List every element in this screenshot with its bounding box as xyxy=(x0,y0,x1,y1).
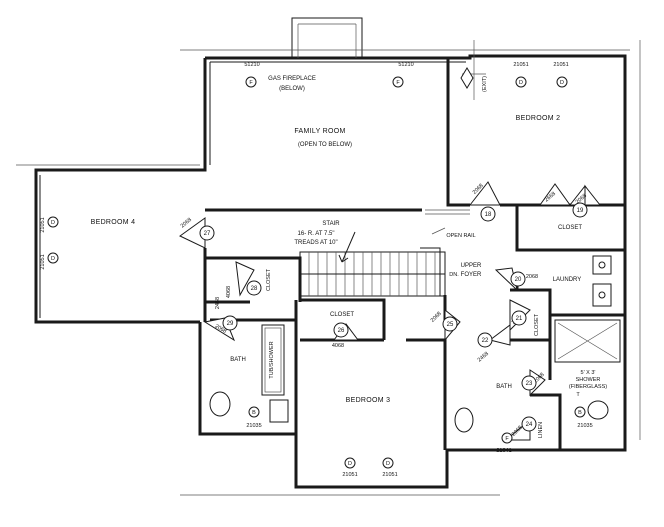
window-tag: D xyxy=(560,80,564,86)
door-size: 2068 xyxy=(526,274,538,280)
bedroom4-label: BEDROOM 4 xyxy=(91,219,136,226)
door-size: 2068 xyxy=(430,311,443,324)
upper-foyer-label-1: UPPER xyxy=(461,263,482,269)
door-size: 2068 xyxy=(214,323,228,334)
door-tags: 27 18 19 28 29 26 20 21 22 25 23 24 xyxy=(199,202,588,432)
door-size: 2468 xyxy=(215,297,221,309)
shower xyxy=(554,319,621,363)
washer xyxy=(592,255,612,275)
door-tag: 22 xyxy=(482,338,489,344)
down-label: DN. xyxy=(449,272,459,278)
room-labels: FAMILY ROOM (OPEN TO BELOW) GAS FIREPLAC… xyxy=(91,76,608,438)
window-code: 51210 xyxy=(398,62,413,68)
toilet-left xyxy=(209,391,231,417)
stair-title: STAIR xyxy=(322,221,340,227)
window-tag: D xyxy=(51,220,55,226)
window-code: 21041 xyxy=(496,448,511,454)
window-tag: F xyxy=(505,436,509,442)
window-tag: D xyxy=(386,461,390,467)
dimension-lines xyxy=(16,40,641,496)
family-room-label: FAMILY ROOM xyxy=(294,128,345,135)
window-tag: F xyxy=(396,80,400,86)
fireplace-label: GAS FIREPLACE xyxy=(268,76,316,82)
door-tag: 21 xyxy=(516,316,523,322)
door-tag: 19 xyxy=(577,208,584,214)
door-tag: 23 xyxy=(526,381,533,387)
window-code: 21051 xyxy=(513,62,528,68)
window-code: 21051 xyxy=(382,472,397,478)
window-tag: D xyxy=(519,80,523,86)
window-code: 21051 xyxy=(342,472,357,478)
dryer xyxy=(592,283,612,307)
door-tag: 25 xyxy=(447,322,454,328)
stair xyxy=(299,209,470,297)
window-tag: D xyxy=(51,256,55,262)
closet-bath-label: CLOSET xyxy=(534,313,540,336)
closet-hall-label: CLOSET xyxy=(330,312,354,318)
door-tag: 18 xyxy=(485,212,492,218)
window-tag: T xyxy=(576,392,580,398)
exterior-walls xyxy=(34,54,627,489)
shower-label-1: 5' X 3' xyxy=(581,370,596,376)
bath-left-label: BATH xyxy=(230,357,246,363)
window-exit-note: (EXIT) xyxy=(482,76,488,92)
closet-b2-label: CLOSET xyxy=(558,225,582,231)
closet-left-label: CLOSET xyxy=(266,268,272,291)
upper-foyer-label-2: FOYER xyxy=(461,272,482,278)
linen-label: LINEN xyxy=(538,422,544,438)
family-room-note: (OPEN TO BELOW) xyxy=(298,142,352,148)
window-code: 21051 xyxy=(40,217,46,232)
window-tag: B xyxy=(252,410,256,416)
shower-label-3: (FIBERGLASS) xyxy=(569,384,607,390)
door-size: 4068 xyxy=(226,286,232,298)
window-code: 21035 xyxy=(246,423,261,429)
door-size: 2468 xyxy=(477,351,490,363)
toilet-right xyxy=(454,407,474,433)
fireplace-bump xyxy=(291,17,363,59)
window-tags: F F D D D D D D B B F T xyxy=(47,67,586,469)
window-code: 21051 xyxy=(553,62,568,68)
window-tag: F xyxy=(249,80,253,86)
fireplace-note: (BELOW) xyxy=(279,86,305,92)
open-rail-label: OPEN RAIL xyxy=(446,233,475,239)
door-tag: 28 xyxy=(251,286,258,292)
window-tag: D xyxy=(348,461,352,467)
bathtub xyxy=(261,324,285,396)
stair-line1: 16- R. AT 7.5" xyxy=(298,231,335,237)
door-tag: 29 xyxy=(227,321,234,327)
window-code: 21035 xyxy=(577,423,592,429)
fixtures xyxy=(209,255,621,433)
exit-window-icon xyxy=(460,67,474,89)
window-tag: B xyxy=(578,410,582,416)
door-size: 4068 xyxy=(332,343,344,349)
interior-walls xyxy=(203,58,625,450)
door-tag: 20 xyxy=(515,277,522,283)
bedroom3-label: BEDROOM 3 xyxy=(346,397,391,404)
door-tag: 24 xyxy=(526,422,533,428)
shower-label-2: SHOWER xyxy=(576,377,601,383)
stair-line2: TREADS AT 10" xyxy=(294,240,337,246)
bedroom2-label: BEDROOM 2 xyxy=(516,115,561,122)
window-labels: 51210 51210 21051 21051 21051 21051 2103… xyxy=(40,62,593,478)
bath-right-label: BATH xyxy=(496,384,512,390)
door-tag: 26 xyxy=(338,328,345,334)
window-code: 21051 xyxy=(40,254,46,269)
laundry-label: LAUNDRY xyxy=(553,277,582,283)
window-code: 51210 xyxy=(244,62,259,68)
tub-label: TUB/SHOWER xyxy=(269,341,275,378)
door-tag: 27 xyxy=(204,231,211,237)
